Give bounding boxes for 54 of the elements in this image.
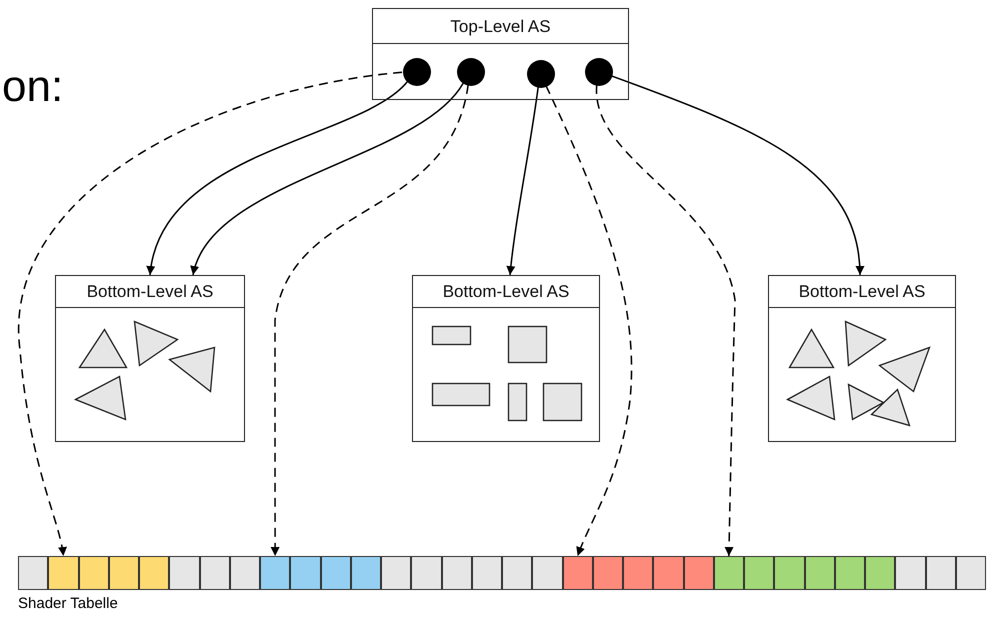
panel-box	[55, 275, 245, 442]
table-cell	[139, 556, 170, 590]
table-cell	[169, 556, 200, 590]
table-cell	[48, 556, 78, 590]
heading-fragment: on:	[2, 62, 64, 112]
table-cell	[411, 556, 442, 590]
anchor-dot	[457, 58, 485, 86]
table-cell	[260, 556, 290, 590]
panel-title: Top-Level AS	[373, 9, 628, 44]
table-cell	[926, 556, 956, 590]
table-cell	[442, 556, 472, 590]
table-cell	[200, 556, 230, 590]
table-cell	[623, 556, 654, 590]
table-cell	[502, 556, 532, 590]
table-cell	[320, 556, 351, 590]
table-cell	[18, 556, 48, 590]
dashed-arrow	[545, 85, 632, 556]
table-cell	[834, 556, 865, 590]
table-cell	[653, 556, 684, 590]
table-cell	[230, 556, 260, 590]
anchor-dot	[403, 58, 431, 86]
table-cell	[108, 556, 139, 590]
table-cell	[774, 556, 804, 590]
table-cell	[562, 556, 593, 590]
table-cell	[744, 556, 774, 590]
table-cell	[714, 556, 744, 590]
panel-title: Bottom-Level AS	[769, 276, 955, 308]
anchor-dot	[527, 60, 555, 88]
arrow	[610, 75, 864, 276]
table-cell	[865, 556, 896, 590]
table-cell	[895, 556, 926, 590]
table-cell	[684, 556, 714, 590]
panel-box	[768, 275, 956, 442]
table-cell	[592, 556, 623, 590]
dashed-arrow	[18, 71, 402, 556]
arrow	[148, 81, 408, 276]
panel-box	[412, 275, 600, 442]
table-cell	[290, 556, 320, 590]
arrow	[192, 82, 464, 276]
table-cell	[472, 556, 502, 590]
table-cell	[956, 556, 986, 590]
table-caption: Shader Tabelle	[18, 595, 118, 612]
dashed-arrow	[270, 84, 469, 556]
panel-title: Bottom-Level AS	[413, 276, 599, 308]
table-cell	[804, 556, 835, 590]
panel-box	[372, 8, 629, 100]
panel-title: Bottom-Level AS	[56, 276, 244, 308]
anchor-dot	[585, 58, 613, 86]
table-cell	[381, 556, 412, 590]
dashed-arrow	[596, 84, 736, 556]
table-cell	[532, 556, 562, 590]
table-cell	[350, 556, 381, 590]
arrow	[506, 86, 539, 276]
table-cell	[78, 556, 109, 590]
